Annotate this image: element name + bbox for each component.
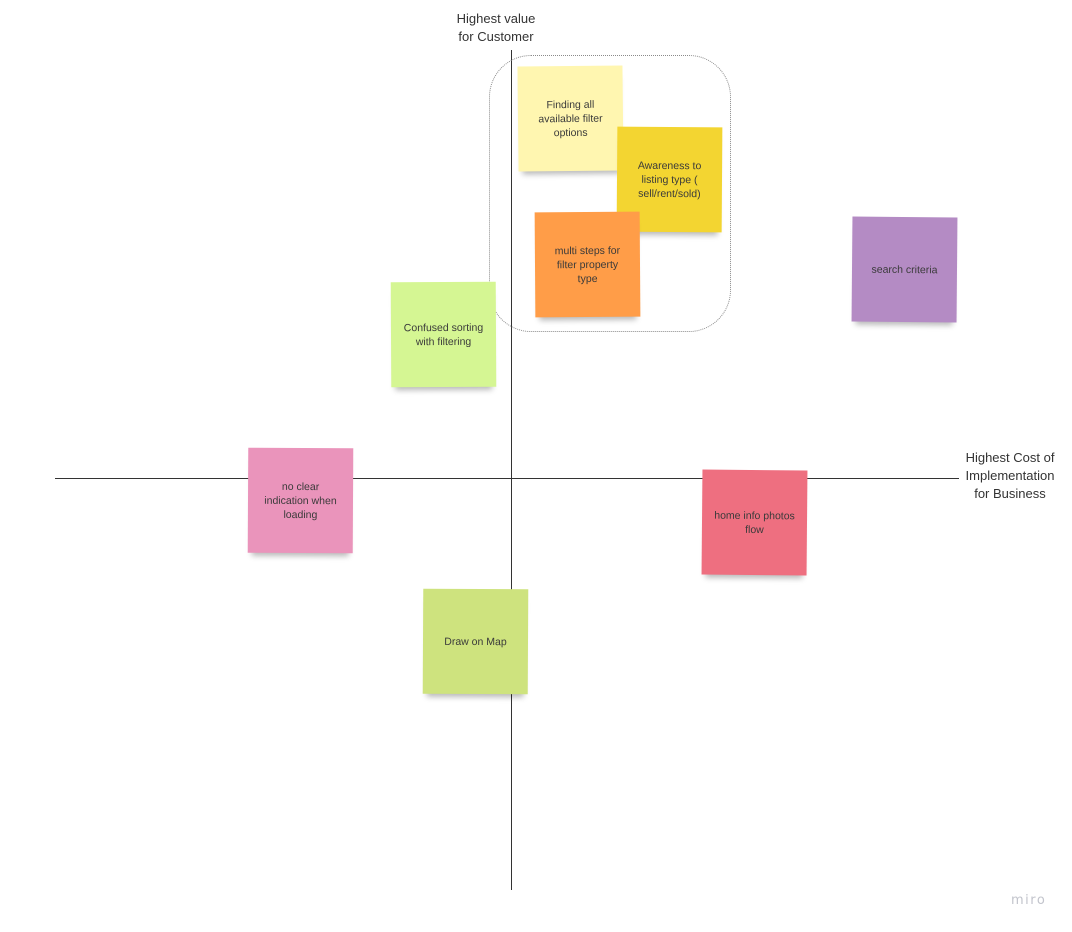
sticky-note-text: no clear indication when loading [264, 480, 337, 521]
sticky-note-text: Confused sorting with filtering [403, 321, 484, 348]
horizontal-axis-label: Highest Cost of Implementation for Busin… [965, 450, 1055, 501]
vertical-axis-line [511, 50, 512, 890]
sticky-note-text: search criteria [871, 263, 938, 276]
miro-watermark-logo: miro [1011, 893, 1047, 908]
sticky-note-home-info-photos[interactable]: home info photos flow [701, 469, 808, 576]
grouping-frame[interactable] [489, 55, 731, 332]
sticky-note-confused-sorting[interactable]: Confused sorting with filtering [390, 281, 497, 388]
sticky-note-finding-filter-options[interactable]: Finding all available filter options [517, 65, 624, 172]
sticky-note-search-criteria[interactable]: search criteria [851, 216, 958, 323]
sticky-note-text: Draw on Map [444, 635, 507, 648]
sticky-note-text: Finding all available filter options [538, 98, 603, 139]
sticky-note-draw-on-map[interactable]: Draw on Map [422, 588, 529, 695]
horizontal-axis-line [55, 478, 959, 479]
sticky-note-text: home info photos flow [714, 509, 795, 536]
sticky-note-text: Awareness to listing type ( sell/rent/so… [637, 159, 702, 200]
sticky-note-text: multi steps for filter property type [554, 244, 621, 285]
sticky-note-multi-steps-filter[interactable]: multi steps for filter property type [534, 211, 641, 318]
vertical-axis-label: Highest value for Customer [456, 11, 536, 44]
sticky-note-no-clear-indication[interactable]: no clear indication when loading [247, 447, 354, 554]
